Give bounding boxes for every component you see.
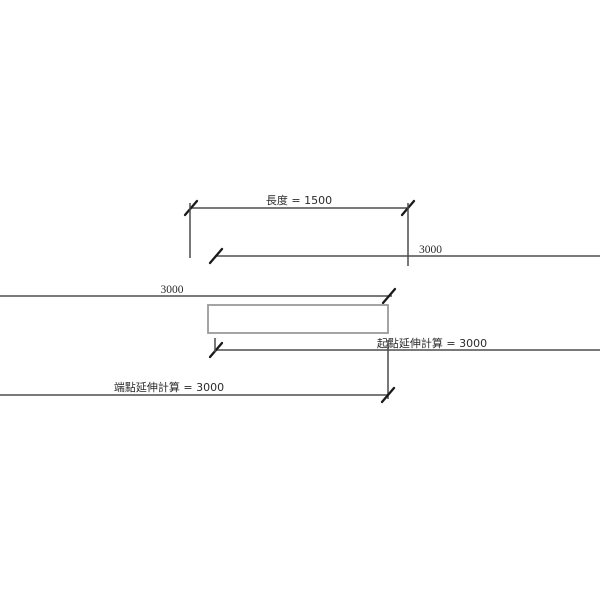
end-extension-label: 端點延伸計算 = 3000 [114, 380, 224, 394]
start-extension-label: 起點延伸計算 = 3000 [377, 336, 487, 350]
upper-right-offset-group: 3000 [208, 244, 600, 265]
upper-right-offset-label: 3000 [419, 244, 442, 256]
length-dimension-group: 長度 = 1500 [183, 193, 416, 266]
upper-left-offset-label: 3000 [161, 284, 184, 296]
length-dimension-label: 長度 = 1500 [266, 193, 332, 207]
upper-left-offset-group: 3000 [0, 284, 397, 305]
upper-left-right-tick-icon [381, 287, 397, 305]
start-extension-left-tick-icon [208, 341, 224, 359]
length-left-tick-icon [183, 199, 199, 217]
start-extension-group: 起點延伸計算 = 3000 [208, 336, 600, 399]
end-extension-right-tick-icon [380, 386, 396, 404]
beam-rectangle [207, 304, 389, 334]
beam-element-group [207, 304, 389, 334]
end-extension-group: 端點延伸計算 = 3000 [0, 380, 396, 404]
upper-right-left-tick-icon [208, 247, 224, 265]
